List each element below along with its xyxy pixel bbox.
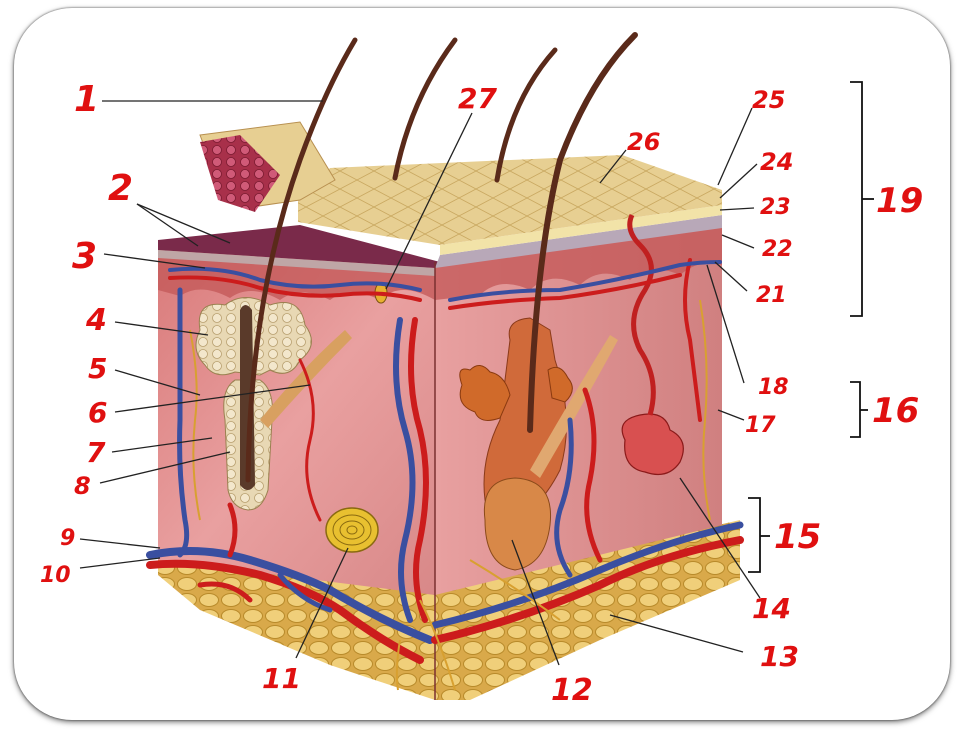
dermis-front bbox=[158, 245, 435, 595]
epidermis-side-layers bbox=[435, 215, 722, 268]
label-24: 24 bbox=[760, 148, 793, 176]
label-15: 15 bbox=[774, 517, 821, 557]
label-26: 26 bbox=[627, 128, 660, 156]
label-8: 8 bbox=[74, 472, 91, 500]
label-14: 14 bbox=[752, 592, 791, 625]
label-4: 4 bbox=[85, 303, 107, 338]
flap-underside bbox=[200, 135, 280, 212]
label-3: 3 bbox=[72, 236, 97, 277]
skin-surface bbox=[298, 155, 722, 245]
stratum-basale-front bbox=[158, 250, 435, 276]
arrector-pili-right bbox=[530, 335, 618, 478]
label-13: 13 bbox=[760, 640, 799, 673]
label-27: 27 bbox=[458, 82, 497, 115]
papillary-layer-side bbox=[435, 225, 722, 300]
hair-3 bbox=[494, 47, 558, 183]
label-21: 21 bbox=[756, 283, 787, 308]
sebaceous-gland-right-2 bbox=[547, 366, 573, 403]
label-7: 7 bbox=[86, 436, 106, 469]
stratum-corneum-side bbox=[440, 205, 722, 255]
pacinian-corpuscle bbox=[325, 507, 379, 553]
skin-block bbox=[146, 32, 744, 700]
skin-cross-section-diagram: 1 2 3 4 5 6 7 8 9 10 11 12 13 14 15 16 1… bbox=[40, 32, 923, 708]
bracket-16 bbox=[850, 381, 868, 438]
label-11: 11 bbox=[262, 662, 301, 695]
label-17: 17 bbox=[745, 413, 776, 438]
sweat-duct bbox=[627, 213, 656, 416]
bracket-19 bbox=[850, 81, 874, 317]
nerve-fibers bbox=[189, 299, 711, 691]
arrector-pili-muscle bbox=[260, 330, 352, 428]
hairs bbox=[245, 32, 638, 483]
label-22: 22 bbox=[762, 237, 793, 262]
label-16: 16 bbox=[872, 391, 919, 431]
sebaceous-gland-right bbox=[459, 365, 511, 421]
sweat-gland bbox=[621, 413, 684, 475]
label-5: 5 bbox=[88, 352, 107, 385]
sebaceous-gland bbox=[195, 297, 312, 376]
label-9: 9 bbox=[60, 526, 75, 551]
hair-follicle-right bbox=[483, 317, 567, 521]
epidermis-front bbox=[158, 225, 440, 268]
label-10: 10 bbox=[40, 563, 71, 588]
label-2: 2 bbox=[108, 168, 133, 209]
label-12: 12 bbox=[551, 673, 593, 708]
hair-2 bbox=[392, 37, 458, 181]
label-6: 6 bbox=[88, 396, 107, 429]
hypodermis-side bbox=[435, 520, 740, 700]
blood-vessels bbox=[146, 258, 744, 664]
leader-lines bbox=[79, 100, 761, 666]
label-25: 25 bbox=[752, 86, 785, 114]
diagram-card: 1 2 3 4 5 6 7 8 9 10 11 12 13 14 15 16 1… bbox=[14, 8, 950, 720]
hair-bulb-right bbox=[483, 477, 552, 571]
label-19: 19 bbox=[876, 181, 923, 221]
hypodermis-front bbox=[158, 555, 435, 700]
labels: 1 2 3 4 5 6 7 8 9 10 11 12 13 14 15 16 1… bbox=[40, 79, 923, 708]
hair-1 bbox=[245, 37, 358, 483]
label-1: 1 bbox=[74, 79, 99, 120]
bracket-15 bbox=[748, 497, 770, 573]
label-18: 18 bbox=[758, 375, 789, 400]
hair-4 bbox=[527, 32, 638, 433]
label-23: 23 bbox=[760, 195, 791, 220]
